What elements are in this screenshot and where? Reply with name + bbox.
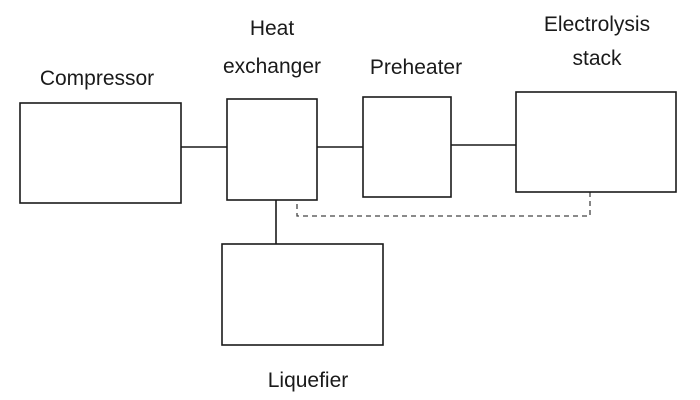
preheater-label: Preheater — [370, 56, 462, 79]
heat-exchanger-label-line2: exchanger — [223, 55, 321, 78]
electrolysis-stack-block — [515, 91, 677, 193]
compressor-label: Compressor — [40, 67, 154, 90]
dashed-return-stack-to-heat-exchanger — [296, 192, 591, 217]
compressor-block — [19, 102, 182, 204]
electrolysis-stack-label-line2: stack — [572, 47, 622, 70]
heat-exchanger-block — [226, 98, 318, 201]
electrolysis-stack-label-line1: Electrolysis — [544, 13, 650, 36]
heat-exchanger-label-line1: Heat — [250, 17, 295, 40]
liquefier-block — [221, 243, 384, 346]
preheater-block — [362, 96, 452, 198]
liquefier-label: Liquefier — [268, 369, 349, 392]
